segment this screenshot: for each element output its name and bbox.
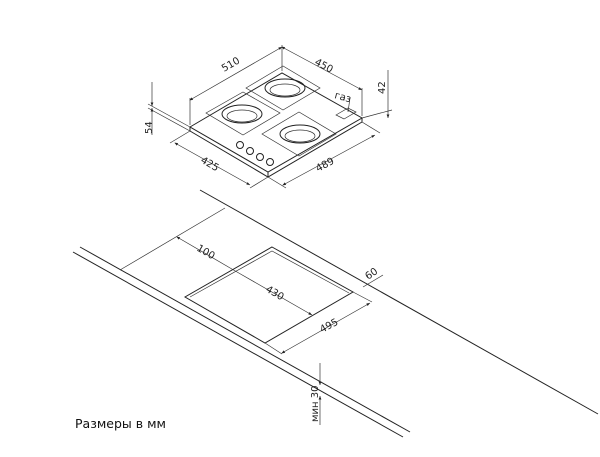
knob (266, 158, 274, 166)
dim-line-100 (176, 236, 238, 273)
gas-connector (335, 107, 357, 120)
dim-line-489 (282, 134, 376, 186)
knob (236, 141, 244, 149)
dim-line-425 (174, 142, 251, 186)
dim-line-510 (189, 46, 283, 101)
dim-42: 42 (377, 81, 388, 94)
dim-54: 54 (144, 121, 155, 134)
dim-425: 425 (199, 155, 221, 174)
dim-489: 489 (314, 156, 336, 175)
grate (205, 91, 281, 136)
dim-min-30: мин 30 (310, 386, 321, 422)
dim-495: 495 (318, 317, 340, 336)
countertop: 100 430 495 60 мин 30 (72, 189, 599, 438)
knob (256, 153, 264, 161)
dim-450: 450 (313, 57, 335, 76)
grate (261, 111, 337, 157)
dim-100: 100 (195, 243, 217, 262)
hob-top-surface (189, 72, 364, 173)
dim-line-450 (281, 46, 363, 91)
dim-430: 430 (264, 284, 286, 303)
dim-line-495 (281, 302, 371, 354)
hob: газ 510 450 42 54 425 489 (144, 45, 393, 189)
dim-60: 60 (363, 266, 380, 282)
knob (246, 147, 254, 155)
dim-line-60 (362, 274, 384, 288)
gas-label: газ (333, 90, 352, 105)
units-note: Размеры в мм (75, 416, 166, 431)
burner (221, 104, 263, 124)
